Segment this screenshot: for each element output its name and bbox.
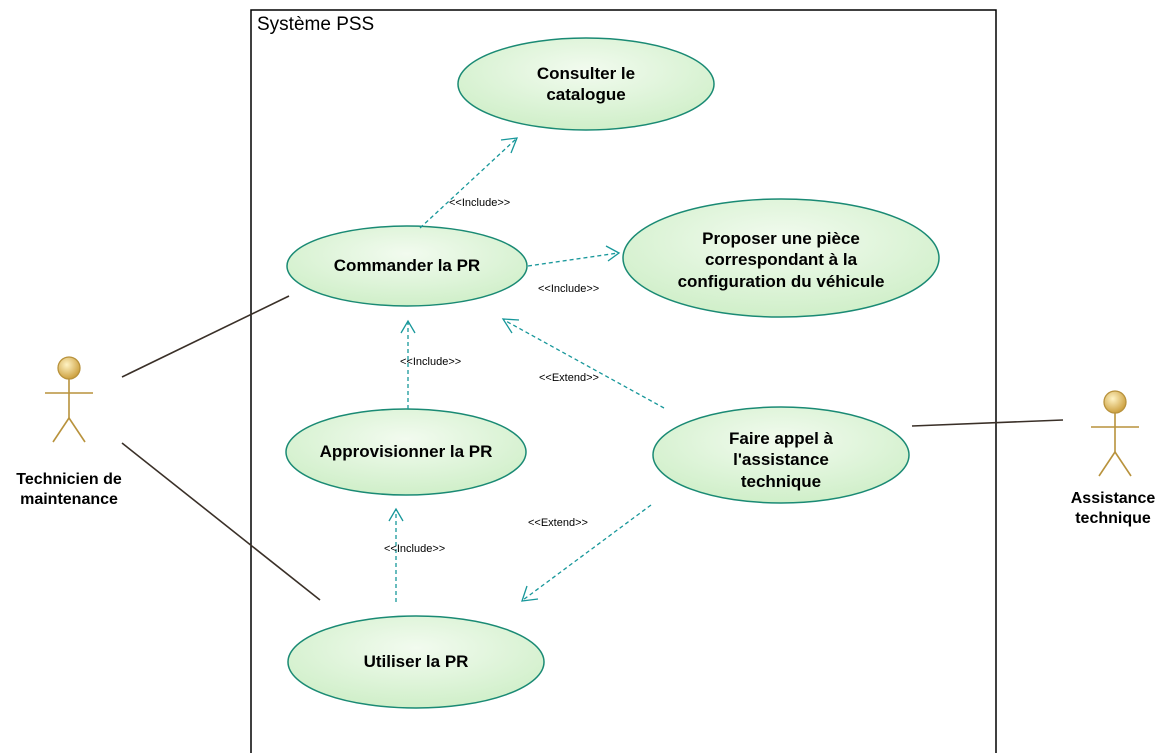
stereotype-commander-proposer: <<Include>> xyxy=(538,283,600,295)
association-assistance-faire-appel xyxy=(911,419,1064,427)
extend-faire-appel-utiliser xyxy=(522,504,652,601)
system-title: Système PSS xyxy=(257,14,375,35)
arrowhead-proposer xyxy=(605,245,621,262)
stereotype-faire-appel-commander: <<Extend>> xyxy=(539,372,599,384)
include-commander-proposer xyxy=(527,252,619,267)
arrowhead-commander-from-appel xyxy=(501,318,520,334)
actor-assistance-figure[interactable] xyxy=(1091,390,1139,477)
usecase-consulter-ellipse[interactable] xyxy=(457,37,715,131)
arrowhead-utiliser xyxy=(521,585,539,602)
include-commander-consulter xyxy=(419,138,517,229)
arrowhead-approvisionner xyxy=(388,507,404,522)
usecase-approvisionner-ellipse[interactable] xyxy=(285,408,527,496)
actor-assistance-head xyxy=(1103,390,1127,414)
usecase-utiliser-ellipse[interactable] xyxy=(287,615,545,709)
usecase-proposer-label[interactable]: Proposer une pièce correspondant à la co… xyxy=(677,229,885,291)
actor-technicien-head xyxy=(57,356,81,380)
association-technicien-utiliser xyxy=(121,442,321,601)
system-boundary xyxy=(250,9,997,753)
arrowhead-consulter xyxy=(500,137,519,154)
extend-faire-appel-commander xyxy=(503,319,665,409)
usecase-proposer-ellipse[interactable] xyxy=(622,198,940,318)
stereotype-faire-appel-utiliser: <<Extend>> xyxy=(528,517,588,529)
stereotype-approvisionner-commander: <<Include>> xyxy=(400,356,462,368)
usecase-approvisionner-label[interactable]: Approvisionner la PR xyxy=(319,442,493,462)
association-technicien-commander xyxy=(121,295,290,378)
actor-assistance-label: Assistance technique xyxy=(1070,490,1156,527)
actor-technicien-figure[interactable] xyxy=(45,356,93,443)
usecase-faire-appel-ellipse[interactable] xyxy=(652,406,910,504)
stereotype-commander-consulter: <<Include>> xyxy=(449,197,511,209)
usecase-faire-appel-label[interactable]: Faire appel à l'assistance technique xyxy=(729,429,833,491)
usecase-commander-ellipse[interactable] xyxy=(286,225,528,307)
arrowhead-commander-from-appro xyxy=(400,319,416,334)
usecase-consulter-label[interactable]: Consulter le catalogue xyxy=(536,63,636,104)
stereotype-utiliser-approvisionner: <<Include>> xyxy=(384,543,446,555)
usecase-commander-label[interactable]: Commander la PR xyxy=(333,256,481,276)
actor-technicien-label: Technicien de maintenance xyxy=(16,471,122,508)
usecase-utiliser-label[interactable]: Utiliser la PR xyxy=(363,652,469,672)
